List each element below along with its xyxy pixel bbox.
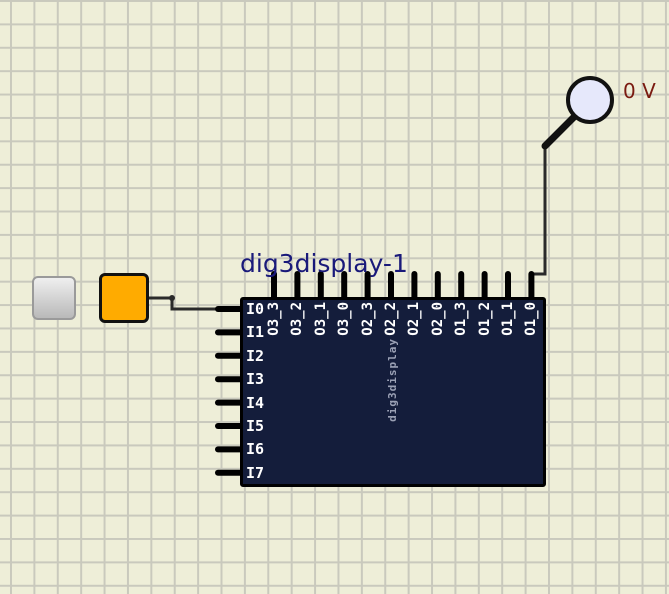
input-label-i4: I4	[246, 393, 265, 412]
output-label-o1_1: O1_1	[500, 302, 516, 336]
input-label-i2: I2	[246, 346, 265, 365]
output-label-o3_3: O3_3	[266, 302, 282, 336]
input-value-box[interactable]	[99, 273, 149, 323]
output-label-o1_2: O1_2	[476, 302, 493, 336]
input-label-i6: I6	[246, 440, 265, 459]
input-pins	[215, 306, 245, 476]
output-label-o2_3: O2_3	[359, 302, 376, 336]
voltage-probe[interactable]	[566, 76, 614, 124]
output-label-o3_0: O3_0	[336, 302, 353, 336]
wire-input-to-i0[interactable]	[149, 296, 218, 311]
input-label-i5: I5	[246, 417, 265, 435]
output-label-o1_0: O1_0	[523, 302, 540, 336]
chip-body[interactable]	[240, 297, 546, 487]
output-label-o2_0: O2_0	[429, 302, 446, 336]
wire-o1_0-to-probe[interactable]	[532, 146, 547, 276]
probe-voltage-label: 0 V	[623, 79, 656, 103]
output-pins	[271, 271, 535, 301]
output-label-o3_1: O3_1	[312, 302, 329, 336]
wire-joint	[169, 295, 175, 301]
output-label-o2_2: O2_2	[383, 302, 399, 336]
input-label-i3: I3	[246, 370, 265, 389]
input-label-i0: I0	[246, 300, 265, 318]
chip-name-label: dig3display	[386, 338, 399, 422]
probe-stem	[541, 113, 578, 150]
toggle-button-icon[interactable]	[32, 276, 76, 320]
output-label-o3_2: O3_2	[289, 302, 306, 336]
chip-title: dig3display-1	[240, 249, 408, 278]
output-label-o2_1: O2_1	[406, 302, 423, 336]
input-label-i1: I1	[246, 323, 265, 342]
output-label-o1_3: O1_3	[453, 302, 470, 336]
input-label-i7: I7	[246, 463, 265, 482]
